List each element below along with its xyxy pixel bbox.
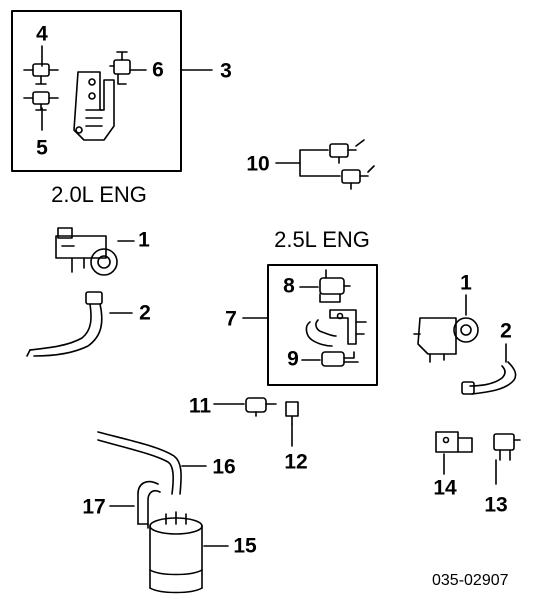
callout-11: 11 xyxy=(188,394,212,418)
section-title-2-0l: 2.0L ENG xyxy=(51,182,147,207)
group-box-3 xyxy=(11,10,182,172)
callout-9: 9 xyxy=(287,347,299,371)
callout-13: 13 xyxy=(484,493,508,517)
callout-1-25l: 1 xyxy=(460,271,472,295)
callout-4: 4 xyxy=(36,22,48,46)
part-16-hose xyxy=(97,431,182,495)
callout-17: 17 xyxy=(82,495,106,519)
section-title-2-5l: 2.5L ENG xyxy=(274,227,370,252)
part-17-hose xyxy=(137,480,161,529)
callout-2-25l: 2 xyxy=(500,319,512,343)
callout-16: 16 xyxy=(212,455,236,479)
callout-12: 12 xyxy=(284,450,308,474)
part-14-bracket xyxy=(435,431,473,453)
leader-10-b xyxy=(299,149,341,177)
callout-8: 8 xyxy=(283,274,295,298)
part-13-solenoid xyxy=(493,433,521,461)
part-11-valve xyxy=(245,397,277,417)
callout-3: 3 xyxy=(220,59,232,83)
part-1-throttle-body-25 xyxy=(413,317,479,363)
part-5-solenoid xyxy=(23,91,59,111)
part-2-hose-25 xyxy=(461,361,517,395)
part-6-solenoid xyxy=(109,51,131,85)
part-9-valve xyxy=(321,351,359,367)
callout-10: 10 xyxy=(246,152,270,176)
callout-7: 7 xyxy=(225,307,237,331)
callout-5: 5 xyxy=(36,136,48,160)
part-15-canister xyxy=(149,511,203,594)
part-10-solenoids xyxy=(329,139,375,190)
callout-2-20l: 2 xyxy=(139,301,151,325)
part-1-throttle-body-20 xyxy=(55,227,118,276)
callout-14: 14 xyxy=(433,476,457,500)
part-3-bracket xyxy=(73,71,115,141)
group-box-7 xyxy=(267,264,378,386)
callout-15: 15 xyxy=(233,534,257,558)
part-8-sensor xyxy=(319,269,351,303)
part-2-hose-20 xyxy=(26,291,103,357)
callout-6: 6 xyxy=(152,58,164,82)
callout-1-20l: 1 xyxy=(138,228,150,252)
part-7-bracket xyxy=(305,309,367,347)
part-12-clip xyxy=(285,401,299,425)
part-4-solenoid xyxy=(23,63,59,85)
reference-code: 035-02907 xyxy=(432,572,509,589)
